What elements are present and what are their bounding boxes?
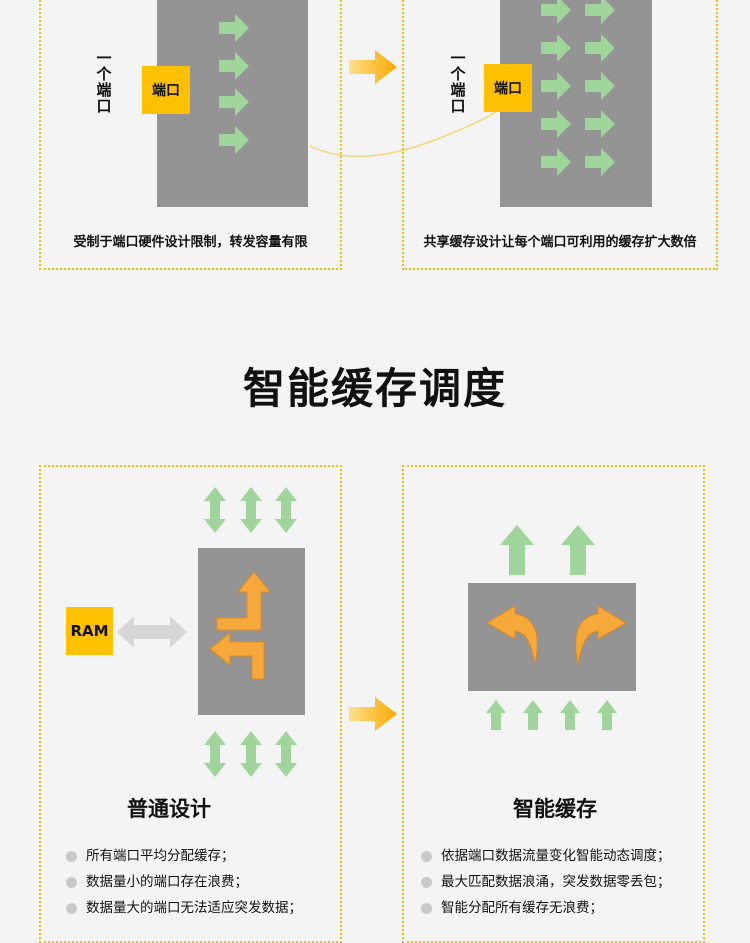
bullet-dot: [66, 850, 77, 862]
small-up-arrow-icon: [486, 700, 506, 730]
large-up-arrow-icon: [500, 525, 534, 575]
turn-up-arrow-icon: [216, 571, 272, 631]
list-item: 最大匹配数据浪涌，突发数据零丢包；: [421, 869, 671, 895]
green-arrow-right: [541, 110, 571, 138]
green-arrow-right: [219, 126, 249, 154]
transition-arrow-icon: [349, 697, 397, 731]
list-item: 智能分配所有缓存无浪费；: [421, 895, 671, 921]
ram-box: RAM: [66, 607, 113, 655]
small-up-arrow-icon: [560, 700, 580, 730]
small-up-arrow-icon: [523, 700, 543, 730]
curve-right-arrow-icon: [575, 605, 627, 665]
small-up-arrow-icon: [597, 700, 617, 730]
bullet-dot: [421, 850, 432, 862]
vertical-port-label: 一个端口: [96, 49, 112, 115]
smart-bullet-list: 依据端口数据流量变化智能动态调度； 最大匹配数据浪涌，突发数据零丢包； 智能分配…: [421, 843, 671, 921]
double-arrow-vertical-icon: [275, 731, 297, 777]
green-arrow-right: [219, 88, 249, 116]
curve-left-arrow-icon: [486, 605, 538, 665]
green-arrow-right: [585, 34, 615, 62]
green-arrow-right: [219, 14, 249, 42]
bullet-dot: [421, 876, 432, 888]
caption-shared-buffer: 共享缓存设计让每个端口可利用的缓存扩大数倍: [423, 235, 697, 250]
green-arrow-right: [585, 110, 615, 138]
normal-bullet-list: 所有端口平均分配缓存； 数据量小的端口存在浪费； 数据量大的端口无法适应突发数据…: [66, 843, 302, 921]
green-arrow-right: [541, 148, 571, 176]
bullet-dot: [421, 902, 432, 914]
green-arrow-right: [541, 34, 571, 62]
green-arrow-right: [219, 52, 249, 80]
port-box: 端口: [484, 64, 532, 112]
port-box: 端口: [142, 66, 190, 114]
large-up-arrow-icon: [561, 525, 595, 575]
normal-design-title: 普通设计: [127, 797, 211, 821]
panel-shared-buffer: [402, 0, 718, 270]
section-title: 智能缓存调度: [242, 364, 507, 413]
panel-fixed-port: [39, 0, 342, 270]
vertical-port-label: 一个端口: [450, 49, 466, 115]
list-item: 数据量大的端口无法适应突发数据；: [66, 895, 302, 921]
green-arrow-right: [541, 72, 571, 100]
double-arrow-vertical-icon: [240, 731, 262, 777]
buffer-block: [468, 583, 636, 691]
transition-arrow-icon: [349, 50, 397, 84]
green-arrow-right: [585, 0, 615, 24]
list-item: 数据量小的端口存在浪费；: [66, 869, 302, 895]
double-arrow-vertical-icon: [275, 487, 297, 533]
bullet-dot: [66, 902, 77, 914]
green-arrow-right: [541, 0, 571, 24]
green-arrow-right: [585, 72, 615, 100]
double-arrow-vertical-icon: [204, 487, 226, 533]
list-item: 所有端口平均分配缓存；: [66, 843, 302, 869]
caption-fixed-port: 受制于端口硬件设计限制，转发容量有限: [73, 235, 308, 250]
green-arrow-right: [585, 148, 615, 176]
bullet-dot: [66, 876, 77, 888]
double-arrow-vertical-icon: [204, 731, 226, 777]
smart-buffer-title: 智能缓存: [513, 797, 597, 821]
turn-left-arrow-icon: [209, 631, 265, 680]
list-item: 依据端口数据流量变化智能动态调度；: [421, 843, 671, 869]
double-arrow-vertical-icon: [240, 487, 262, 533]
